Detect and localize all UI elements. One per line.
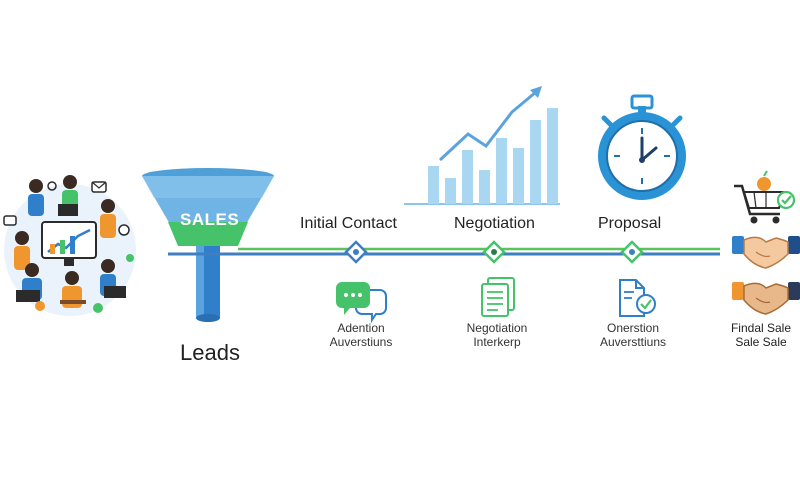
handshake-icon [732,282,800,315]
stage-sub-line: Adention [337,321,385,335]
stage-sub-line: Negotiation [466,321,528,335]
stage-sub-initial-contact: Adention Auverstiuns [316,321,406,350]
team-illustration [3,175,136,316]
stage-sub-line: Interkerp [473,334,521,349]
stage-title-initial-contact: Initial Contact [300,215,397,232]
chat-bubbles-icon [336,282,387,324]
sales-funnel-icon [142,168,274,322]
stage-title-negotiation: Negotiation [454,215,535,232]
stage-sub-proposal: Onerstion Auversttiuns [588,321,678,350]
stage-sub-line: Auversttiuns [599,334,667,349]
final-sale-line: Sale Sale [735,334,787,349]
stage-sub-line: Auverstiuns [329,334,393,349]
stage-title-proposal: Proposal [598,215,662,232]
funnel-label: SALES [180,210,240,229]
timeline-node [344,240,368,264]
stage-sub-negotiation: Negotiation Interkerp [452,321,542,350]
leads-label: Leads [180,340,240,365]
final-sale-line: Findal Sale [730,321,792,335]
shopping-cart-icon [734,170,796,224]
stage-sub-line: Onerstion [606,321,660,335]
handshake-icon [732,236,800,269]
document-icon [481,277,515,317]
final-sale-label: Findal Sale Sale Sale [724,321,798,350]
timeline-node [482,240,506,264]
stopwatch-icon [598,94,686,200]
timeline-node [620,240,644,264]
document-check-icon [619,279,656,317]
growth-chart-icon [404,86,560,205]
